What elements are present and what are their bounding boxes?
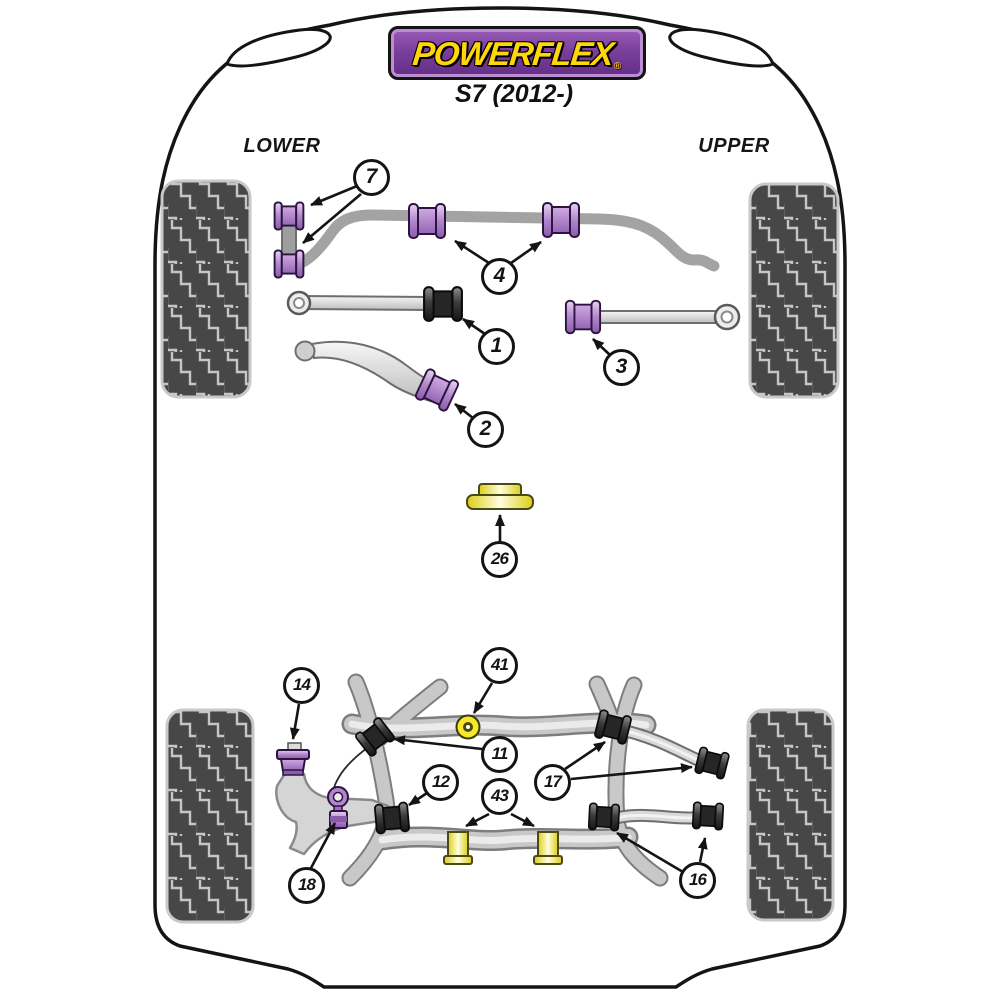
front-drop-link-bushing-top: [273, 201, 305, 231]
transmission-mount-bushing: [466, 483, 534, 510]
callout-1: 1: [478, 328, 515, 365]
front-lower-arm-bushing: [423, 286, 463, 322]
front-upper-arm-bushing: [564, 299, 602, 335]
tire-front-left: [160, 179, 252, 399]
model-label: S7 (2012-): [454, 80, 574, 108]
arm-ball-end: [294, 340, 316, 362]
tire-rear-right: [746, 708, 835, 922]
rear-beam-mount-right: [533, 831, 563, 865]
callout-17: 17: [534, 764, 571, 801]
front-anti-roll-bar: [281, 209, 720, 272]
front-curved-arm-bushing: [414, 368, 460, 412]
callout-16: 16: [679, 862, 716, 899]
rear-upper-arm-bushing-inner: [594, 709, 632, 745]
callout-41: 41: [481, 647, 518, 684]
callout-26: 26: [481, 541, 518, 578]
registered-mark: ®: [613, 61, 622, 72]
brand-logo-text: POWERFLEX: [410, 34, 615, 72]
callout-arrows: [289, 184, 708, 874]
callout-14: 14: [283, 667, 320, 704]
callout-3: 3: [603, 349, 640, 386]
tires: [160, 179, 840, 924]
rear-lower-arm-bushing-inner: [587, 802, 621, 832]
right-mirror-outline: [668, 27, 775, 68]
left-mirror-outline: [225, 27, 332, 68]
powerflex-logo: POWERFLEX ®: [388, 26, 646, 80]
rear-subframe-washer: [455, 714, 481, 740]
callout-2: 2: [467, 411, 504, 448]
rear-hub-top-mount-bushing: [276, 742, 310, 776]
callout-4: 4: [481, 258, 518, 295]
rear-beam-mount-left: [443, 831, 473, 865]
rear-lower-arm: [609, 808, 711, 825]
front-drop-link-bushing-bottom: [273, 249, 305, 279]
front-arb-bushing-left: [408, 203, 446, 239]
tire-front-right: [748, 182, 840, 399]
front-arb-bushing-right: [542, 202, 580, 238]
tire-rear-left: [165, 708, 255, 924]
section-label-upper: UPPER: [698, 135, 770, 157]
rear-upper-arm-bushing-outer: [694, 746, 730, 780]
rear-lower-arm-bushing-outer: [691, 801, 725, 831]
rear-subframe-rear-bushing: [374, 801, 410, 835]
callout-11: 11: [481, 736, 518, 773]
section-label-lower: LOWER: [243, 135, 321, 157]
rear-subframe-front-bushing: [355, 717, 395, 757]
callout-43: 43: [481, 778, 518, 815]
rear-upper-arm: [619, 724, 709, 769]
callout-7: 7: [353, 159, 390, 196]
front-lower-arm: [286, 290, 431, 316]
callout-12: 12: [422, 764, 459, 801]
callout-18: 18: [288, 867, 325, 904]
